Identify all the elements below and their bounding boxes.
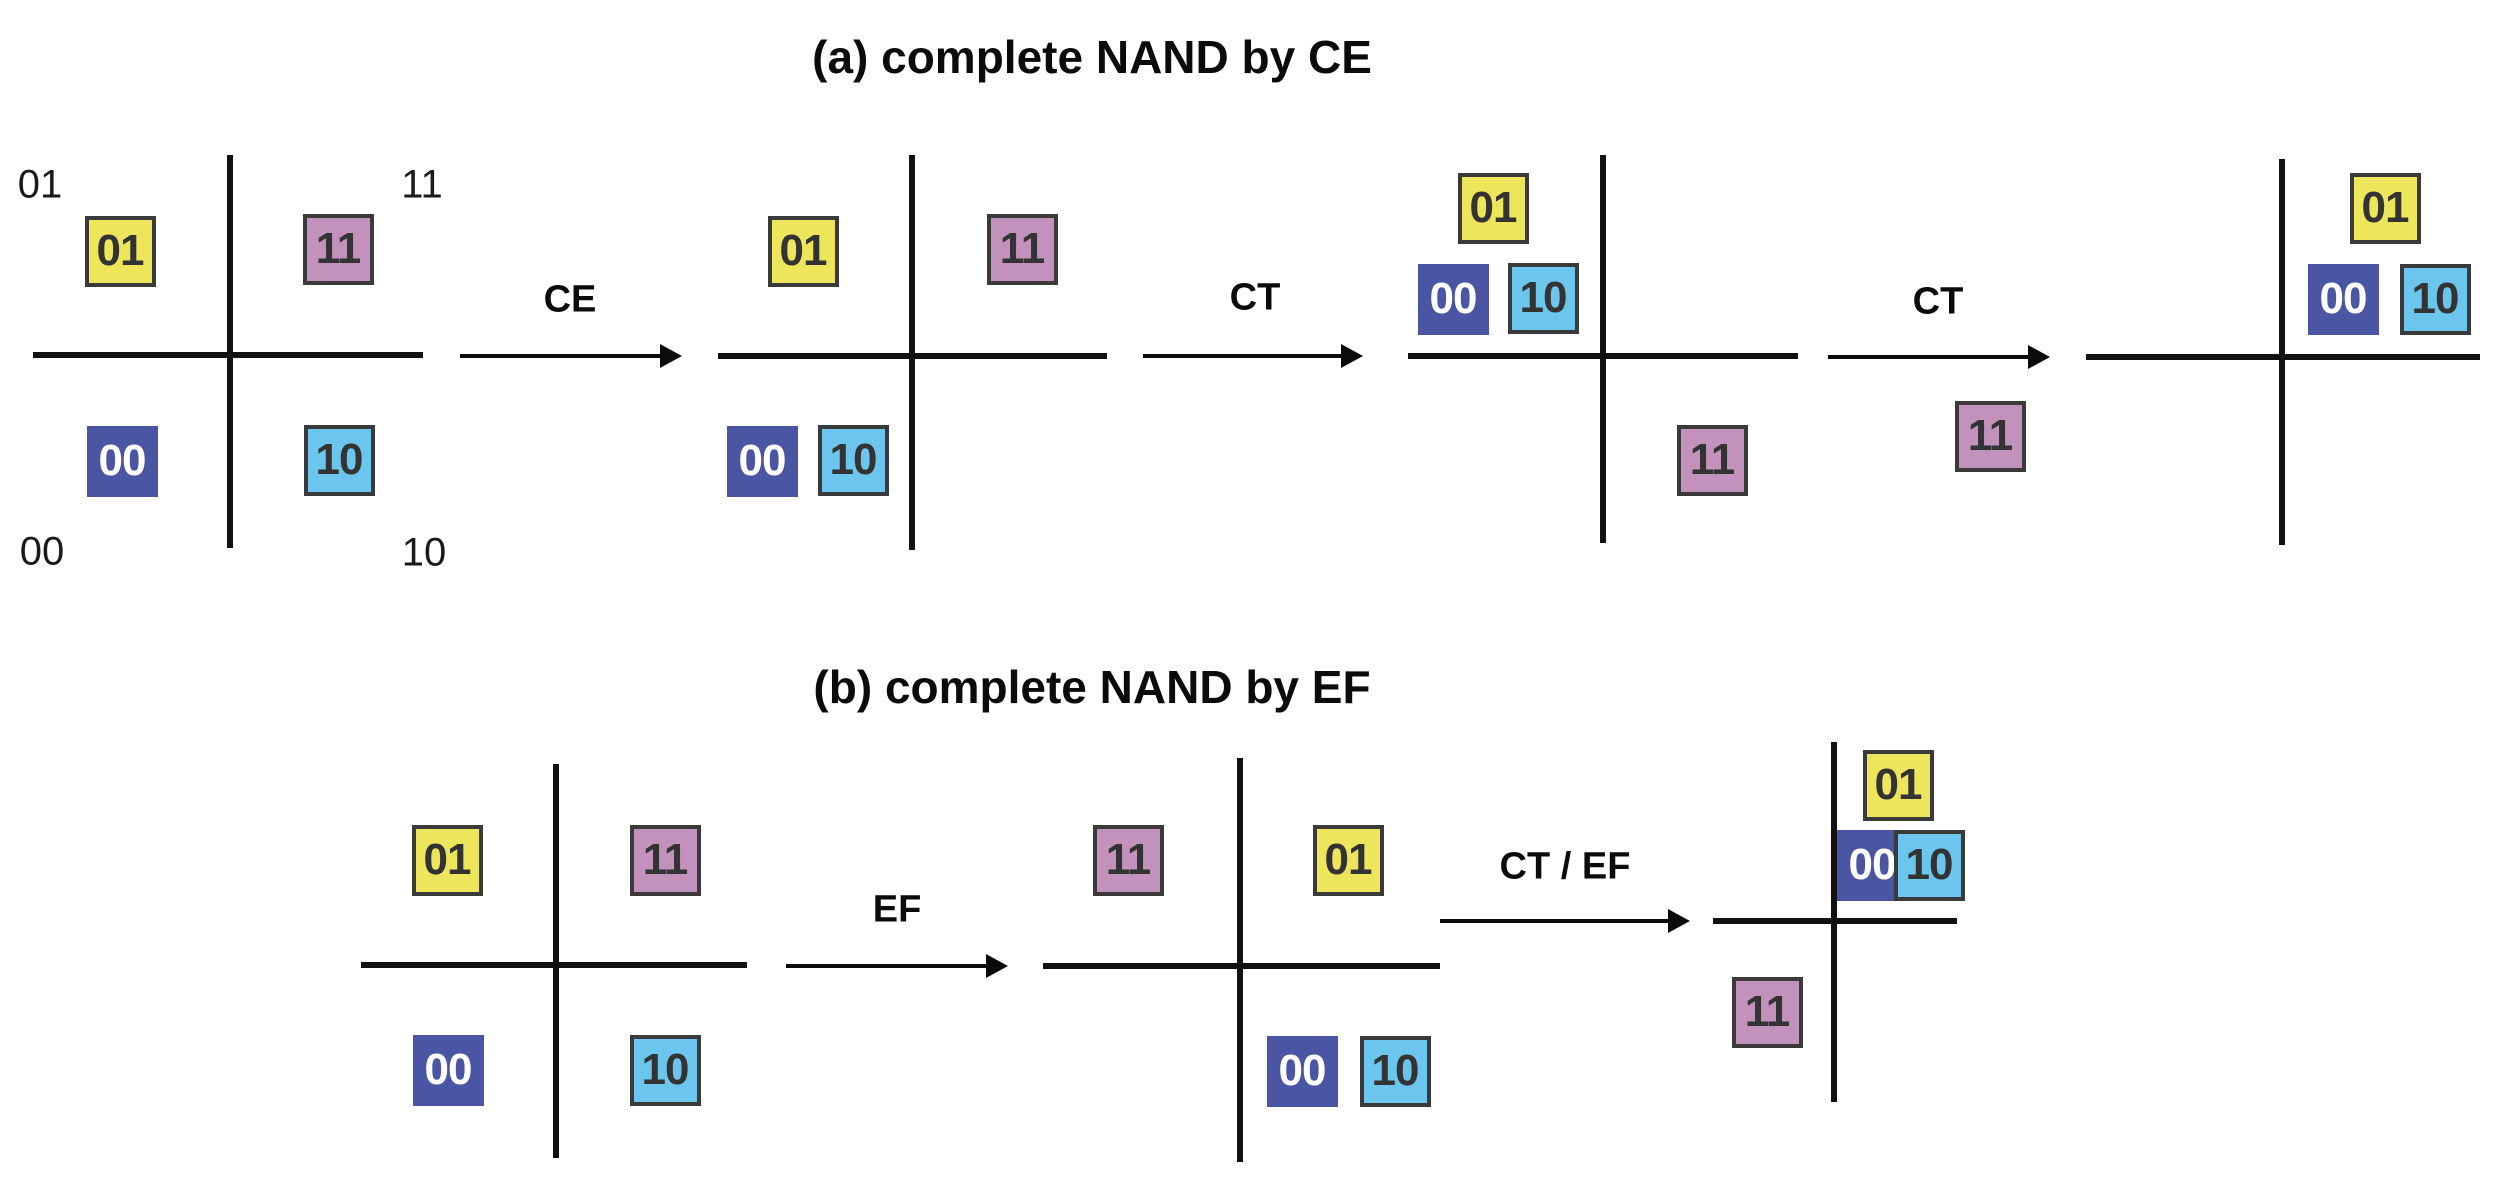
quadrant-label-10: 10 [401,530,447,575]
transform-arrow-head-b1 [986,954,1008,978]
state-box-00: 00 [412,1034,484,1106]
state-box-01: 01 [84,215,156,287]
state-box-01: 01 [1457,172,1529,244]
vertical-axis-a2 [909,155,915,550]
vertical-axis-b1 [553,764,559,1158]
horizontal-axis-b2 [1043,963,1440,969]
transform-arrow-line-a3 [1828,355,2030,359]
state-box-01: 01 [411,824,483,896]
panel-b-title: (b) complete NAND by EF [813,661,1371,713]
transform-arrow-head-a3 [2028,345,2050,369]
state-box-10: 10 [1359,1035,1431,1107]
state-box-10: 10 [1507,262,1579,334]
state-box-01: 01 [767,215,839,287]
state-box-11: 11 [1954,400,2026,472]
vertical-axis-a4 [2279,159,2285,545]
state-box-00: 00 [1417,263,1489,335]
vertical-axis-b2 [1237,758,1243,1162]
state-box-10: 10 [2399,263,2471,335]
arrow-label-b2: CT / EF [1499,845,1631,888]
state-box-00: 00 [86,425,158,497]
vertical-axis-a3 [1600,155,1606,543]
state-box-10: 10 [629,1034,701,1106]
horizontal-axis-a3 [1408,353,1798,359]
horizontal-axis-a4 [2086,354,2480,360]
state-box-10: 10 [817,424,889,496]
vertical-axis-a1 [227,155,233,548]
state-box-00: 00 [2307,263,2379,335]
state-box-01: 01 [1312,824,1384,896]
arrow-label-a2: CT [1229,276,1281,319]
arrow-label-a3: CT [1912,280,1964,323]
transform-arrow-head-b2 [1668,909,1690,933]
state-box-11: 11 [1731,976,1803,1048]
state-box-11: 11 [1676,424,1748,496]
horizontal-axis-a1 [33,352,423,358]
state-box-01: 01 [2349,172,2421,244]
transform-arrow-head-a1 [660,344,682,368]
transform-arrow-line-a2 [1143,354,1343,358]
transform-arrow-head-a2 [1341,344,1363,368]
state-box-01: 01 [1862,749,1934,821]
transform-arrow-line-a1 [460,354,662,358]
state-box-11: 11 [302,213,374,285]
state-box-11: 11 [986,213,1058,285]
horizontal-axis-b3 [1713,918,1957,924]
horizontal-axis-b1 [361,962,747,968]
quadrant-label-00: 00 [19,529,65,574]
horizontal-axis-a2 [718,353,1107,359]
quadrant-label-11: 11 [401,162,443,207]
state-box-11: 11 [1092,824,1164,896]
transform-arrow-line-b1 [786,964,988,968]
state-box-11: 11 [629,824,701,896]
state-box-10: 10 [1893,829,1965,901]
transform-arrow-line-b2 [1440,919,1670,923]
arrow-label-b1: EF [872,888,922,931]
panel-a-title: (a) complete NAND by CE [812,31,1372,83]
state-box-00: 00 [726,425,798,497]
quadrant-label-01: 01 [17,162,63,207]
state-box-10: 10 [303,424,375,496]
arrow-label-a1: CE [543,278,597,321]
state-box-00: 00 [1266,1035,1338,1107]
